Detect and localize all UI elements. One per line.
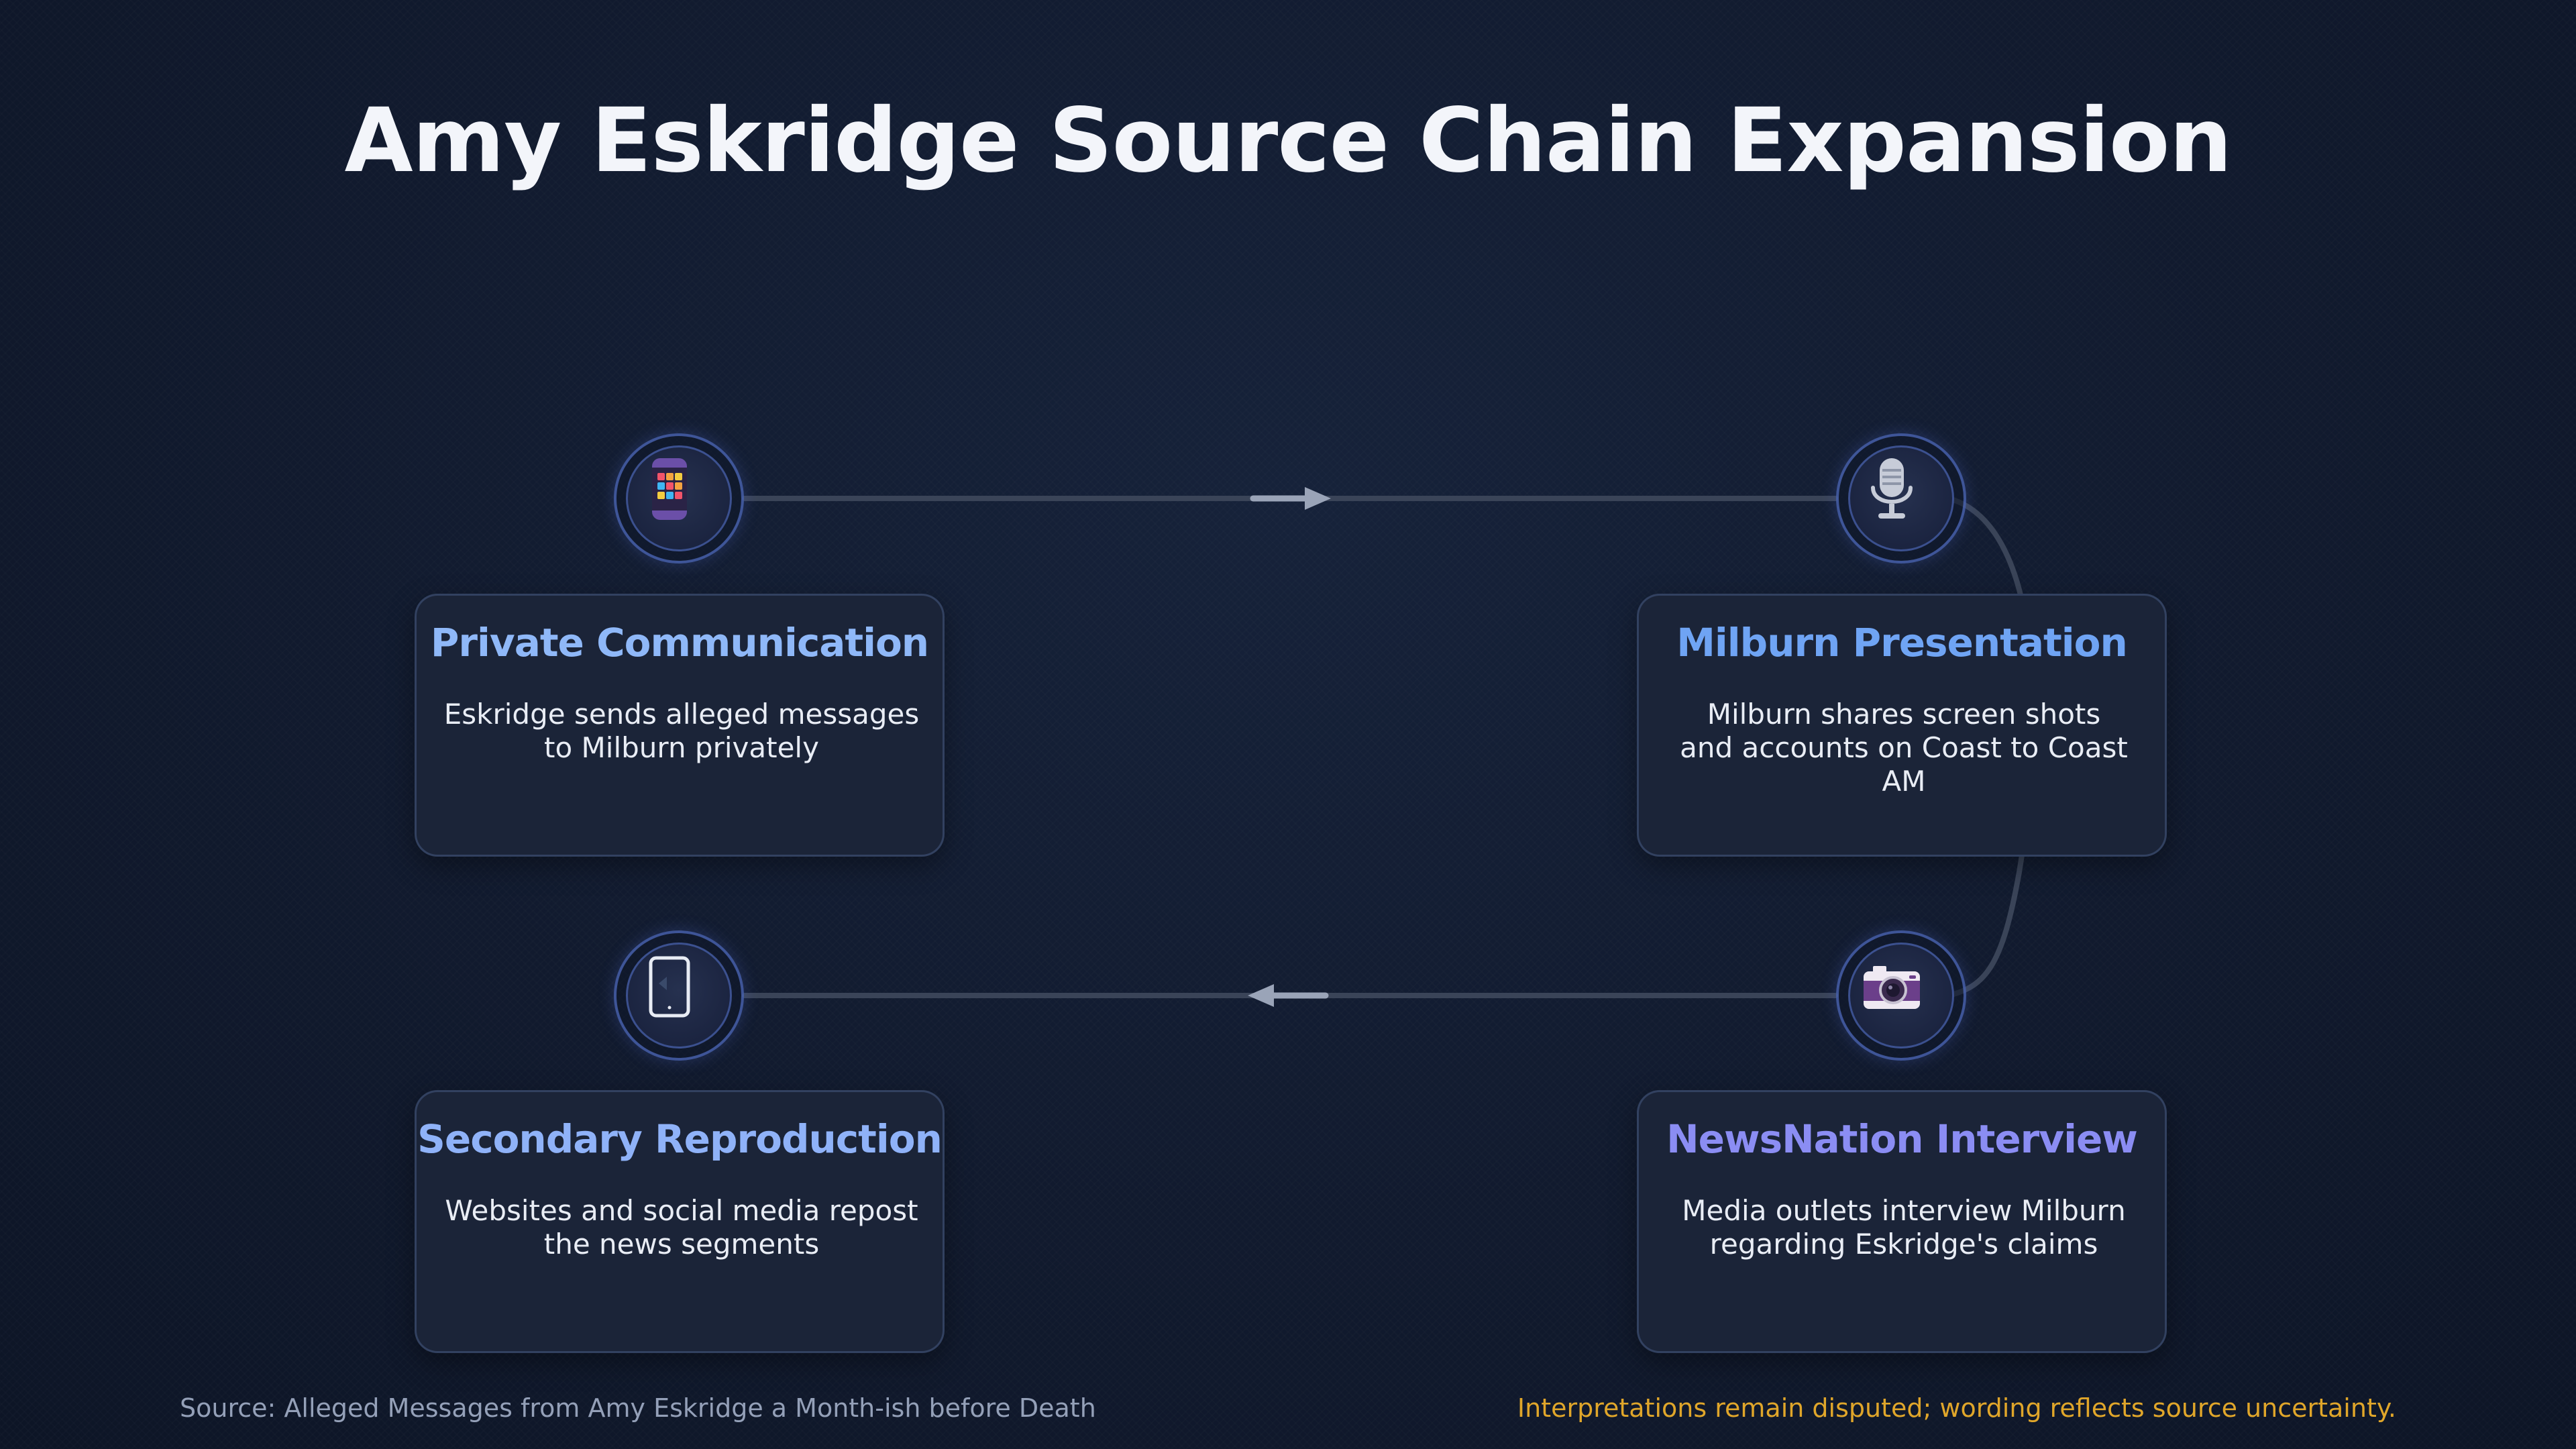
card-title: NewsNation Interview xyxy=(1666,1116,2138,1162)
card-description: Media outlets interview Milburn regardin… xyxy=(1682,1194,2126,1260)
arrow-right-icon xyxy=(1250,487,1331,510)
newsnation-interview-node xyxy=(1836,930,1966,1061)
secondary-reproduction-card: Secondary Reproduction Websites and soci… xyxy=(415,1090,945,1353)
calculator-grid-icon xyxy=(652,458,687,520)
card-title: Milburn Presentation xyxy=(1676,620,2128,665)
newsnation-interview-card: NewsNation Interview Media outlets inter… xyxy=(1637,1090,2167,1353)
caveat-note: Interpretations remain disputed; wording… xyxy=(1517,1393,2396,1423)
arrow-left-icon xyxy=(1248,984,1329,1007)
page-title: Amy Eskridge Source Chain Expansion xyxy=(344,89,2233,193)
card-description: Milburn shares screen shots and accounts… xyxy=(1680,698,2128,798)
microphone-icon xyxy=(1871,458,1913,519)
source-note: Source: Alleged Messages from Amy Eskrid… xyxy=(180,1393,1096,1423)
card-description: Websites and social media repost the new… xyxy=(445,1194,918,1260)
tablet-icon xyxy=(649,956,690,1018)
milburn-presentation-node xyxy=(1836,433,1966,564)
private-communication-node xyxy=(614,433,744,564)
milburn-presentation-card: Milburn Presentation Milburn shares scre… xyxy=(1637,594,2167,857)
card-title: Secondary Reproduction xyxy=(417,1116,943,1162)
card-description: Eskridge sends alleged messages to Milbu… xyxy=(443,698,920,764)
secondary-reproduction-node xyxy=(614,930,744,1061)
private-communication-card: Private Communication Eskridge sends all… xyxy=(415,594,945,857)
card-title: Private Communication xyxy=(430,620,929,665)
camera-icon xyxy=(1864,966,1920,1009)
